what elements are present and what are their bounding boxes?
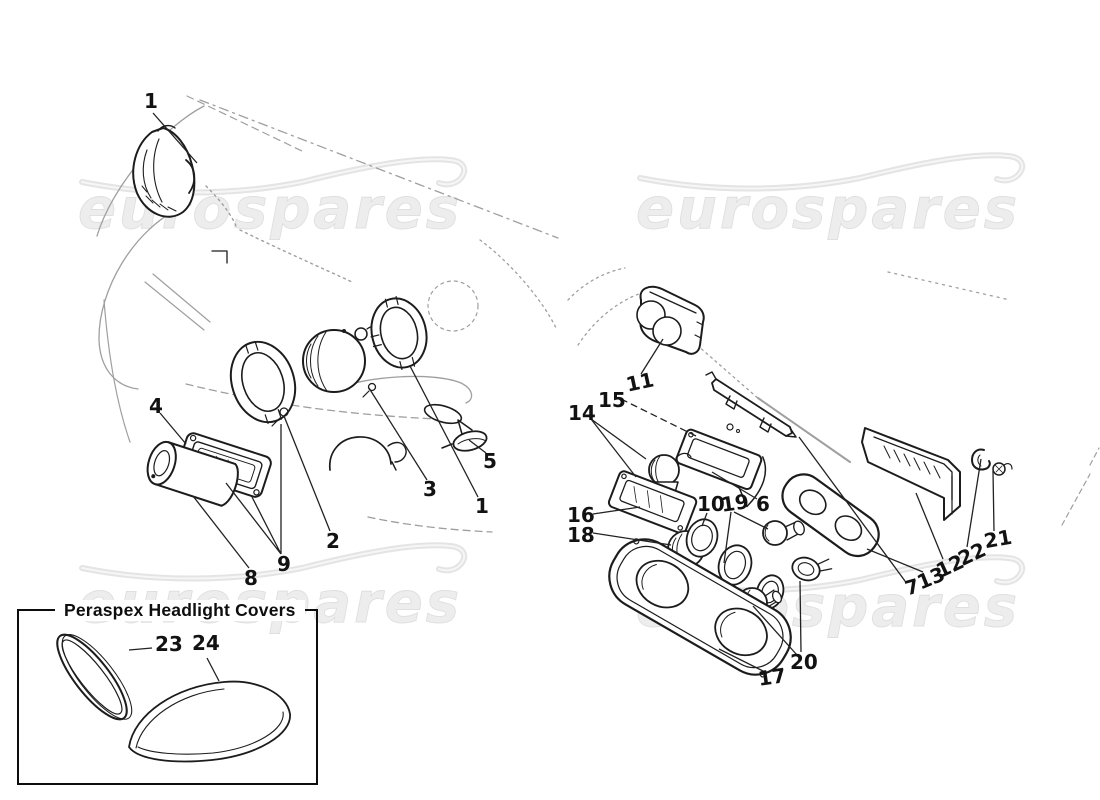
lamp-body-part8 [146,440,239,507]
headlight-ring-part1 [370,296,428,370]
twin-lamp-housing-part11 [636,285,705,355]
covers-box-title: Peraspex Headlight Covers [55,600,305,621]
part-label-24: 24 [192,631,220,655]
channel-wedge-part12 [861,427,961,521]
bulb-socket-part20 [791,556,833,582]
part-label-1-top: 1 [144,89,158,113]
lamp-base-housing-part17 [608,538,792,678]
headlight-pod-part1 [132,124,196,218]
part-label-23: 23 [155,632,183,656]
lens-housing-part15 [675,428,767,508]
part-label-6: 6 [756,492,770,516]
leader-lines [128,112,995,682]
part-label-1-right: 1 [475,494,489,518]
bulb-part19 [762,520,805,546]
part-label-15: 15 [598,388,626,412]
part-label-8: 8 [244,566,258,590]
headlight-ring-part2 [229,340,297,425]
part-label-14: 14 [568,401,596,425]
part-label-19: 19 [719,489,751,517]
part-label-18: 18 [567,523,595,547]
peraspex-covers-box: Peraspex Headlight Covers [17,600,318,785]
mount-bracket-part7 [705,371,797,438]
screw-part21 [992,462,1013,476]
part-label-10: 10 [697,492,725,516]
gasket-plate-part13 [781,473,880,558]
peraspex-cover-part24 [128,680,291,763]
part-label-4: 4 [149,394,163,418]
watermarks: eurospares eurospares eurospares eurospa… [78,155,1022,640]
part-label-17: 17 [756,663,788,691]
chrome-ring-part10 [685,518,719,558]
peraspex-cover-part23 [56,633,133,721]
part-label-20: 20 [790,650,818,674]
headlight-unit-part3 [302,325,381,398]
part-label-2: 2 [326,529,340,553]
part-label-9: 9 [277,552,291,576]
part-label-5: 5 [483,449,497,473]
part-label-3: 3 [423,477,437,501]
part-label-11: 11 [623,367,657,397]
part-label-21: 21 [982,524,1014,554]
lens-housing-part16 [607,470,698,535]
part-label-16: 16 [567,503,595,527]
watermark-text: eurospares [636,177,1020,242]
car-sketch-left [96,95,559,533]
bulb-boot [329,436,407,471]
